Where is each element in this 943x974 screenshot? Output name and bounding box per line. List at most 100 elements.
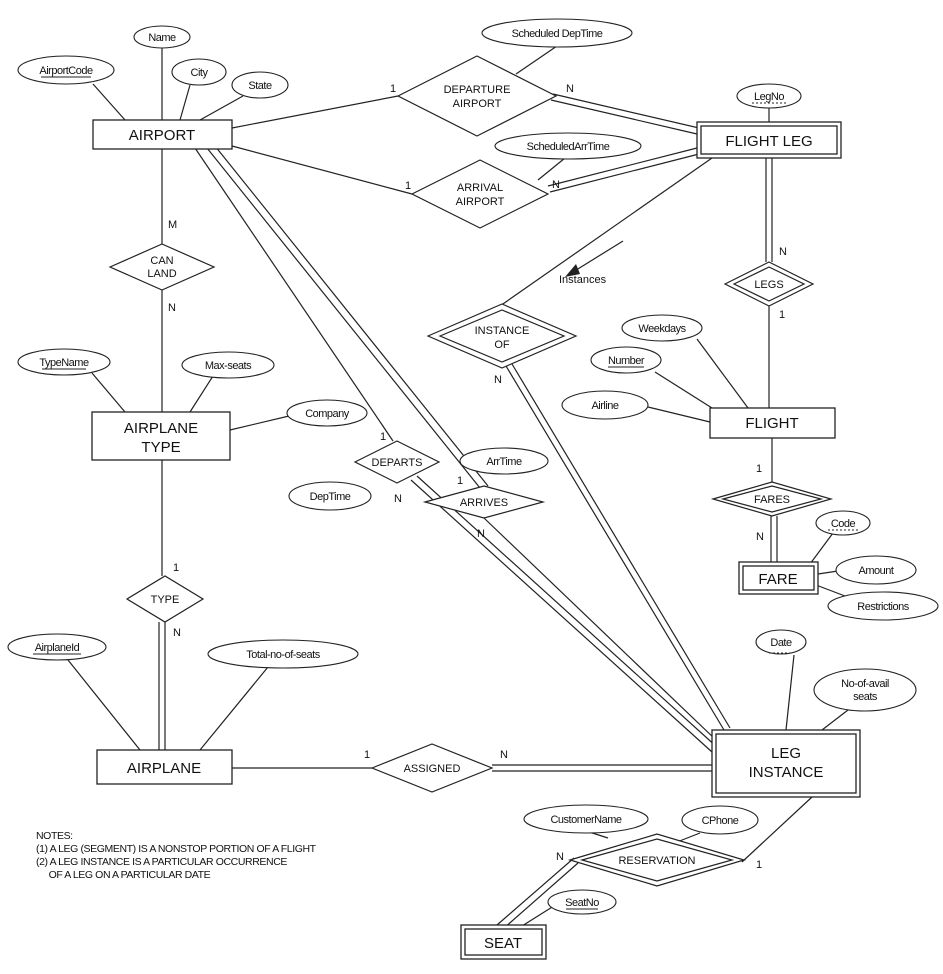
- svg-text:SeatNo: SeatNo: [565, 897, 599, 909]
- attribute-airport-code[interactable]: AirportCode: [17, 55, 115, 85]
- attribute-weekdays[interactable]: Weekdays: [621, 314, 703, 342]
- svg-text:OF: OF: [494, 339, 510, 351]
- attribute-arr-time[interactable]: ArrTime: [459, 447, 549, 475]
- cardinality-label: N: [394, 493, 402, 505]
- svg-text:ASSIGNED: ASSIGNED: [404, 763, 461, 775]
- attribute-customer-name[interactable]: CustomerName: [523, 804, 649, 834]
- svg-text:AIRPLANE: AIRPLANE: [124, 420, 198, 437]
- entity-airplane-type[interactable]: AIRPLANE TYPE: [91, 411, 231, 461]
- svg-text:City: City: [191, 67, 209, 79]
- svg-text:FARE: FARE: [758, 571, 797, 588]
- svg-text:DepTime: DepTime: [310, 491, 351, 503]
- instances-annotation: Instances: [559, 274, 607, 286]
- cardinality-label: M: [168, 219, 177, 231]
- svg-text:Scheduled DepTime: Scheduled DepTime: [512, 28, 603, 40]
- attribute-restrictions[interactable]: Restrictions: [827, 591, 939, 621]
- cardinality-label: 1: [779, 309, 785, 321]
- entity-leg-instance[interactable]: LEG INSTANCE: [711, 729, 861, 798]
- cardinality-label: N: [779, 246, 787, 258]
- attribute-airline[interactable]: Airline: [561, 390, 649, 420]
- attribute-dep-time[interactable]: DepTime: [288, 481, 372, 511]
- relationship-legs[interactable]: LEGS: [723, 261, 815, 307]
- relationship-arrival-airport[interactable]: ARRIVAL AIRPORT: [410, 159, 550, 229]
- relationship-departure-airport[interactable]: DEPARTURE AIRPORT: [396, 55, 558, 137]
- entity-flight-leg[interactable]: FLIGHT LEG: [696, 121, 842, 159]
- svg-text:SEAT: SEAT: [484, 935, 522, 952]
- svg-text:DEPARTURE: DEPARTURE: [444, 84, 511, 96]
- attribute-airplane-id[interactable]: AirplaneId: [7, 633, 107, 661]
- svg-text:Total-no-of-seats: Total-no-of-seats: [246, 649, 320, 661]
- notes-heading: NOTES:: [36, 830, 73, 842]
- entity-fare[interactable]: FARE: [738, 561, 819, 595]
- attribute-max-seats[interactable]: Max-seats: [181, 351, 275, 379]
- cardinality-label: 1: [173, 562, 179, 574]
- attribute-city[interactable]: City: [171, 58, 227, 86]
- svg-text:INSTANCE: INSTANCE: [749, 764, 824, 781]
- svg-text:TYPE: TYPE: [151, 594, 180, 606]
- cardinality-label: 1: [405, 180, 411, 192]
- relationship-instance-of[interactable]: INSTANCE OF: [426, 303, 578, 369]
- svg-text:RESERVATION: RESERVATION: [618, 855, 695, 867]
- svg-text:AIRPLANE: AIRPLANE: [127, 760, 201, 777]
- svg-text:LAND: LAND: [147, 268, 176, 280]
- svg-text:Weekdays: Weekdays: [638, 323, 686, 335]
- attribute-total-no-of-seats[interactable]: Total-no-of-seats: [207, 639, 359, 669]
- cardinality-label: N: [168, 302, 176, 314]
- notes-line: OF A LEG ON A PARTICULAR DATE: [36, 869, 211, 881]
- svg-text:LegNo: LegNo: [754, 91, 784, 103]
- svg-text:Restrictions: Restrictions: [857, 601, 909, 613]
- attribute-amount[interactable]: Amount: [835, 555, 917, 585]
- attribute-scheduled-arr-time[interactable]: ScheduledArrTime: [494, 132, 642, 160]
- svg-text:FLIGHT: FLIGHT: [745, 415, 798, 432]
- svg-text:LEG: LEG: [771, 745, 801, 762]
- relationship-departs[interactable]: DEPARTS: [353, 440, 441, 484]
- attribute-type-name[interactable]: TypeName: [17, 348, 111, 376]
- attribute-number[interactable]: Number: [590, 346, 662, 374]
- entity-seat[interactable]: SEAT: [460, 924, 547, 960]
- cardinality-label: 1: [756, 859, 762, 871]
- cardinality-label: 1: [380, 431, 386, 443]
- relationship-fares[interactable]: FARES: [710, 481, 834, 517]
- relationship-can-land[interactable]: CAN LAND: [108, 243, 216, 291]
- cardinality-label: N: [566, 83, 574, 95]
- attribute-code[interactable]: Code: [815, 510, 871, 536]
- notes-line: (1) A LEG (SEGMENT) IS A NONSTOP PORTION…: [36, 843, 316, 855]
- svg-text:No-of-avail: No-of-avail: [841, 678, 889, 690]
- svg-text:AIRPORT: AIRPORT: [456, 196, 505, 208]
- attribute-date[interactable]: Date: [755, 629, 807, 655]
- svg-text:seats: seats: [853, 691, 878, 703]
- svg-text:DEPARTS: DEPARTS: [372, 457, 423, 469]
- svg-text:LEGS: LEGS: [754, 279, 783, 291]
- svg-text:Name: Name: [148, 32, 176, 44]
- entity-airplane[interactable]: AIRPLANE: [96, 749, 233, 785]
- attribute-name[interactable]: Name: [133, 25, 191, 49]
- svg-text:CAN: CAN: [150, 255, 173, 267]
- attribute-leg-no[interactable]: LegNo: [736, 83, 802, 109]
- cardinality-label: N: [552, 179, 560, 191]
- cardinality-label: N: [756, 531, 764, 543]
- cardinality-label: N: [477, 528, 485, 540]
- svg-text:Number: Number: [608, 355, 645, 367]
- relationship-reservation[interactable]: RESERVATION: [567, 833, 747, 887]
- entity-flight[interactable]: FLIGHT: [709, 407, 836, 439]
- relationship-type[interactable]: TYPE: [125, 575, 205, 623]
- cardinality-label: N: [556, 851, 564, 863]
- cardinality-label: N: [494, 374, 502, 386]
- attribute-seat-no[interactable]: SeatNo: [547, 889, 617, 915]
- relationship-assigned[interactable]: ASSIGNED: [370, 743, 494, 793]
- svg-text:TYPE: TYPE: [141, 439, 180, 456]
- attribute-state[interactable]: State: [231, 71, 289, 99]
- svg-text:ScheduledArrTime: ScheduledArrTime: [527, 141, 610, 153]
- attribute-company[interactable]: Company: [286, 399, 368, 427]
- svg-text:FARES: FARES: [754, 494, 790, 506]
- svg-text:State: State: [248, 80, 272, 92]
- attribute-cphone[interactable]: CPhone: [681, 805, 759, 835]
- attribute-scheduled-dep-time[interactable]: Scheduled DepTime: [481, 18, 633, 48]
- svg-text:AIRPORT: AIRPORT: [129, 127, 195, 144]
- cardinality-label: 1: [457, 475, 463, 487]
- relationship-arrives[interactable]: ARRIVES: [422, 485, 546, 519]
- attribute-no-of-avail-seats[interactable]: No-of-avail seats: [813, 668, 917, 712]
- cardinality-label: N: [173, 627, 181, 639]
- entity-airport[interactable]: AIRPORT: [92, 119, 233, 150]
- cardinality-label: 1: [756, 463, 762, 475]
